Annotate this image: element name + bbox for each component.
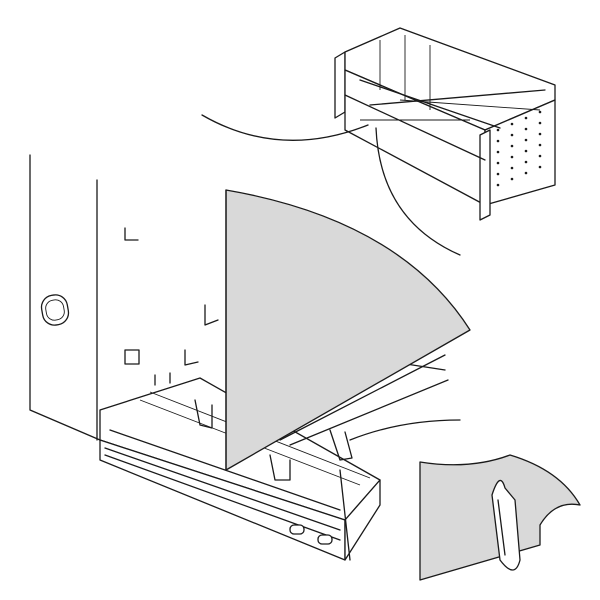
perforation-hole [510, 133, 514, 137]
perforation-hole [524, 138, 528, 142]
perforation-hole [496, 161, 500, 165]
perforation-hole [524, 149, 528, 153]
leader-curve-left [201, 114, 369, 141]
perforation-hole [510, 166, 514, 170]
perforation-hole [510, 144, 514, 148]
perforation-hole [524, 171, 528, 175]
perforation-hole [496, 172, 500, 176]
perforation-hole [538, 143, 542, 147]
perforation-hole [524, 160, 528, 164]
perforation-hole [496, 183, 500, 187]
clip-detail [419, 454, 581, 581]
leader-curve-right [375, 127, 461, 256]
perforation-hole [496, 139, 500, 143]
side-panel [29, 154, 219, 441]
perforation-hole [496, 128, 500, 132]
perforation-hole [538, 154, 542, 158]
perforation-hole [496, 150, 500, 154]
perforation-hole [538, 165, 542, 169]
perforation-hole [510, 177, 514, 181]
perforation-hole [510, 155, 514, 159]
perforation-hole [538, 110, 542, 114]
subrack [334, 27, 556, 221]
perforation-hole [538, 121, 542, 125]
perforation-hole [510, 122, 514, 126]
perforation-hole [524, 127, 528, 131]
front-panel [225, 189, 471, 471]
handle-slot [40, 294, 70, 326]
perforation-hole [524, 116, 528, 120]
perforation-hole [538, 132, 542, 136]
